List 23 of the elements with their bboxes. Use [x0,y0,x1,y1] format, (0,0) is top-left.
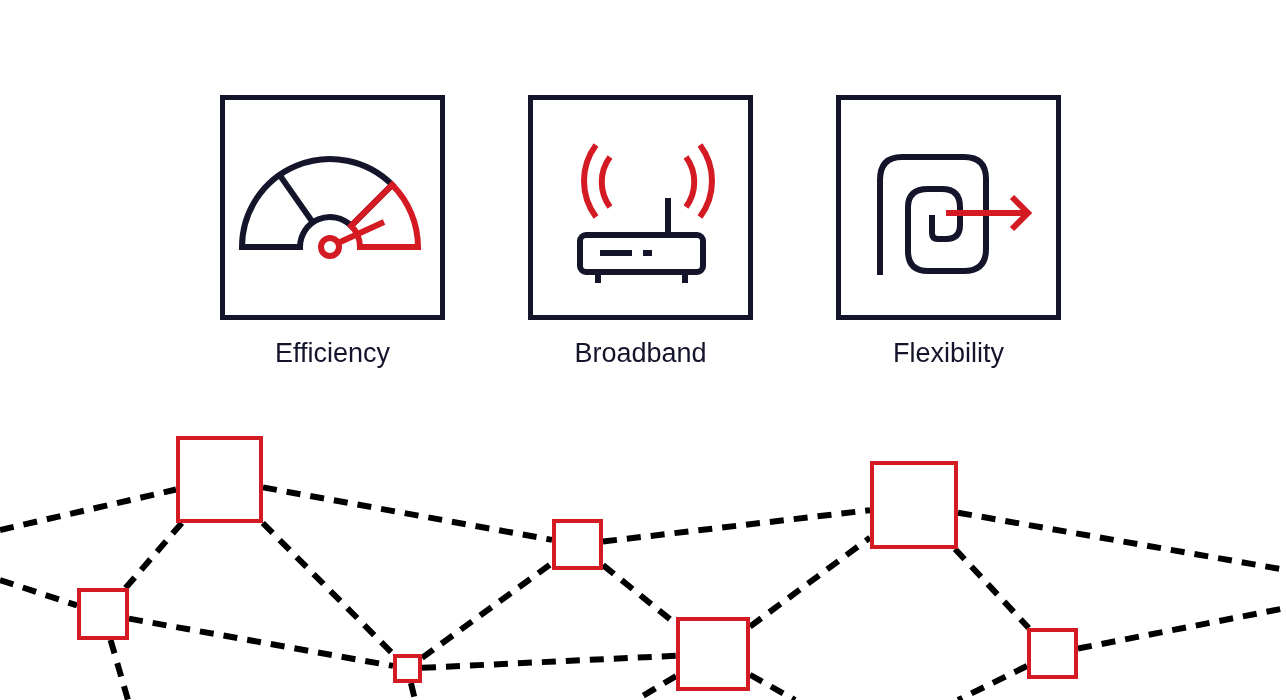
network-node-square [676,617,750,691]
network-node-square [77,588,129,640]
dashed-link [956,663,1029,700]
dashed-link [0,486,177,533]
dashed-link [421,652,677,671]
dashed-link [420,560,554,661]
dashed-link [107,639,131,700]
dashed-link [262,484,553,543]
network-node-square [393,654,422,683]
network-node-square [870,461,958,549]
dashed-link [602,507,871,545]
dashed-link [408,682,418,700]
network-node-square [176,436,263,523]
dashed-link [0,577,78,609]
dashed-link [952,546,1031,631]
icon-caption: Efficiency [273,338,392,369]
icon-caption: Flexibility [892,338,1005,369]
dashed-link [123,521,185,590]
network-node-square [552,519,603,570]
dashed-link [128,615,394,669]
dashed-link [260,520,396,657]
network-node-square [1027,628,1078,679]
icon-caption: Broadband [573,338,708,369]
